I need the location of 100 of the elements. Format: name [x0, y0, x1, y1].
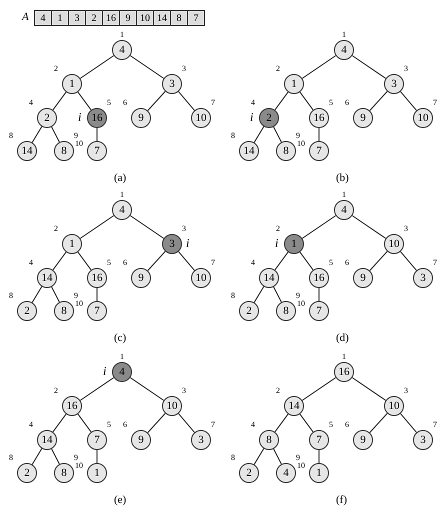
- index-label: 4: [29, 420, 33, 429]
- tree-edge: [352, 215, 386, 239]
- index-label: 9: [296, 131, 300, 140]
- tree-edge: [302, 377, 336, 401]
- heap-node: 2: [239, 301, 259, 321]
- index-label: 6: [345, 258, 349, 267]
- heap-node: 3: [384, 74, 404, 94]
- array-cell: 7: [187, 10, 205, 26]
- tree-edge: [352, 377, 386, 401]
- tree-edge: [147, 90, 166, 112]
- index-label: 8: [231, 453, 235, 462]
- tree-edge: [369, 412, 388, 434]
- tree-edge: [178, 413, 195, 433]
- index-label: 7: [433, 420, 437, 429]
- heap-node: 8: [276, 301, 296, 321]
- heap-node: 9: [131, 268, 151, 288]
- heap-node: 14: [37, 430, 57, 450]
- index-label: 10: [297, 299, 305, 308]
- index-label: 7: [211, 420, 215, 429]
- tree-edge: [318, 288, 320, 302]
- array-name: A: [22, 11, 29, 23]
- heap-node: 10: [162, 396, 182, 416]
- heap-node: 2: [259, 108, 279, 128]
- heap-node: 1: [62, 74, 82, 94]
- heap-node: 7: [309, 301, 329, 321]
- index-label: 3: [404, 64, 408, 73]
- index-label: 2: [54, 386, 58, 395]
- tree-edge: [273, 448, 282, 465]
- array-cell: 16: [102, 10, 120, 26]
- index-label: 5: [329, 258, 333, 267]
- index-label: 3: [182, 64, 186, 73]
- tree-edge: [130, 55, 164, 79]
- index-label: 10: [75, 299, 83, 308]
- index-label: 4: [251, 420, 255, 429]
- heap-node: 3: [413, 430, 433, 450]
- index-label: 2: [276, 224, 280, 233]
- tree-edge: [52, 252, 67, 270]
- array-cell: 10: [136, 10, 154, 26]
- heap-node: 8: [259, 430, 279, 450]
- index-label: 8: [9, 291, 13, 300]
- index-label: 9: [296, 291, 300, 300]
- tree-edge: [274, 92, 289, 110]
- index-label: 10: [75, 461, 83, 470]
- index-label: 3: [404, 224, 408, 233]
- index-label: 4: [251, 258, 255, 267]
- pointer-label: i: [186, 236, 190, 251]
- heap-node: 2: [37, 108, 57, 128]
- tree-edge: [302, 55, 336, 79]
- pointer-label: i: [275, 236, 278, 251]
- index-label: 5: [107, 420, 111, 429]
- panel-caption: (c): [114, 332, 126, 344]
- index-label: 7: [433, 98, 437, 107]
- tree-edge: [147, 412, 166, 434]
- tree-edge: [32, 126, 42, 143]
- pointer-label: i: [78, 110, 82, 125]
- tree-edge: [400, 251, 417, 271]
- index-label: 3: [182, 224, 186, 233]
- index-label: 6: [345, 98, 349, 107]
- index-label: 2: [54, 224, 58, 233]
- index-label: 6: [123, 420, 127, 429]
- heap-node: 7: [309, 430, 329, 450]
- index-label: 1: [342, 190, 346, 199]
- tree-edge: [274, 252, 289, 270]
- tree-edge: [369, 250, 388, 272]
- heap-node: 1: [284, 234, 304, 254]
- heap-node: 2: [239, 463, 259, 483]
- heap-node: 3: [162, 234, 182, 254]
- tree-edge: [96, 288, 98, 302]
- heap-node: 10: [191, 108, 211, 128]
- heap-node: 16: [309, 108, 329, 128]
- heap-node: 10: [384, 396, 404, 416]
- tree-edge: [254, 126, 264, 143]
- index-label: 2: [276, 386, 280, 395]
- array-cell: 4: [34, 10, 52, 26]
- index-label: 8: [231, 131, 235, 140]
- tree-edge: [51, 286, 60, 303]
- tree-edge: [52, 414, 67, 432]
- tree-edge: [178, 91, 195, 111]
- heap-node: 16: [87, 268, 107, 288]
- index-label: 5: [107, 98, 111, 107]
- tree-edge: [77, 414, 92, 432]
- index-label: 1: [120, 30, 124, 39]
- index-label: 9: [74, 291, 78, 300]
- index-label: 3: [404, 386, 408, 395]
- tree-edge: [299, 92, 314, 110]
- heap-node: 14: [17, 141, 37, 161]
- index-label: 9: [74, 131, 78, 140]
- index-label: 6: [123, 98, 127, 107]
- heap-node: 2: [17, 301, 37, 321]
- tree-edge: [80, 55, 114, 79]
- index-label: 7: [433, 258, 437, 267]
- tree-edge: [318, 450, 320, 464]
- index-label: 7: [211, 98, 215, 107]
- tree-edge: [32, 448, 42, 465]
- tree-edge: [130, 215, 164, 239]
- tree-edge: [299, 414, 314, 432]
- heap-node: 10: [384, 234, 404, 254]
- index-label: 10: [75, 139, 83, 148]
- index-label: 4: [29, 98, 33, 107]
- index-label: 6: [123, 258, 127, 267]
